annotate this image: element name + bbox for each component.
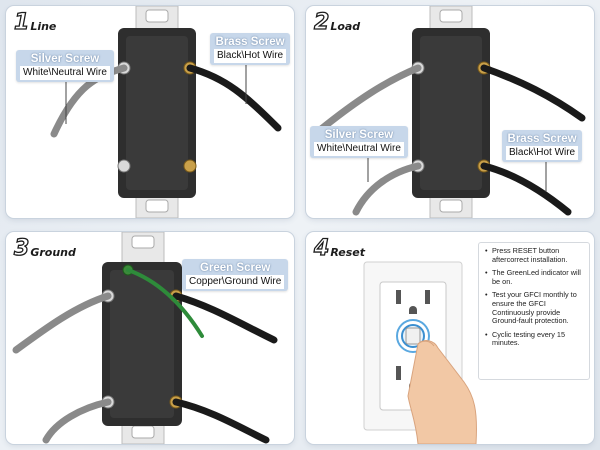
step-title: 3 Ground xyxy=(13,236,76,261)
callout-desc: Black\Hot Wire xyxy=(214,49,287,63)
instruction-item: The GreenLed indicator will be on. xyxy=(485,268,584,286)
step-label: Load xyxy=(330,20,361,33)
reset-instructions: Press RESET button aftercorrect installa… xyxy=(478,242,590,380)
step-title: 2 Load xyxy=(313,10,361,35)
callout-desc: White\Neutral Wire xyxy=(314,142,404,156)
silver-screw-callout: Silver Screw White\Neutral Wire xyxy=(310,126,408,158)
callout-title: Silver Screw xyxy=(30,53,100,65)
step-number: 2 xyxy=(313,10,330,35)
silver-screw-callout: Silver Screw White\Neutral Wire xyxy=(16,50,114,82)
panel-reset: 4 Reset Press RESET button aftercorrect … xyxy=(306,232,594,444)
brass-screw-callout: Brass Screw Black\Hot Wire xyxy=(210,33,291,65)
step-label: Ground xyxy=(30,246,76,259)
callout-desc: Copper\Ground Wire xyxy=(186,275,285,289)
instruction-item: Press RESET button aftercorrect installa… xyxy=(485,246,584,264)
callout-title: Brass Screw xyxy=(507,133,577,145)
callout-title: Silver Screw xyxy=(324,129,394,141)
panel-load: 2 Load Silver Screw White\Neutral Wire B… xyxy=(306,6,594,218)
step-title: 4 Reset xyxy=(313,236,365,261)
callout-title: Green Screw xyxy=(199,262,271,274)
callout-desc: White\Neutral Wire xyxy=(20,66,110,80)
step-number: 3 xyxy=(13,236,30,261)
callout-desc: Black\Hot Wire xyxy=(506,146,579,160)
step-label: Line xyxy=(30,20,57,33)
reset-illustration xyxy=(363,261,477,444)
outlet-diagram-load xyxy=(316,6,586,218)
panel-ground: 3 Ground Green Screw Copper\Ground Wire xyxy=(6,232,294,444)
step-number: 4 xyxy=(313,236,330,261)
step-number: 1 xyxy=(13,10,30,35)
green-screw-callout: Green Screw Copper\Ground Wire xyxy=(182,259,289,291)
step-title: 1 Line xyxy=(13,10,57,35)
brass-screw-callout: Brass Screw Black\Hot Wire xyxy=(502,130,583,162)
outlet-diagram-ground xyxy=(12,232,278,444)
outlet-diagram-line xyxy=(50,6,282,218)
step-label: Reset xyxy=(330,246,365,259)
panel-line: 1 Line Silver Screw White\Neutral Wire B… xyxy=(6,6,294,218)
instruction-item: Test your GFCI monthly to ensure the GFC… xyxy=(485,291,584,325)
callout-title: Brass Screw xyxy=(215,36,285,48)
instruction-item: Cyclic testing every 15 minutes. xyxy=(485,330,584,348)
